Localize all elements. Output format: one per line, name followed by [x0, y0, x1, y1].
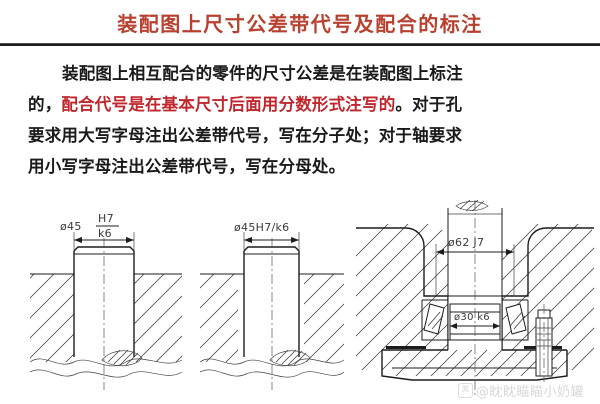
roller-left: [423, 303, 445, 335]
watermark-badge-icon: ⌘: [457, 383, 473, 398]
figure-shaft-hole-fit-fraction: ø45 H7 k6: [16, 202, 192, 398]
dimension-numerator: H7: [98, 212, 114, 225]
slide-title-area: 装配图上尺寸公差带代号及配合的标注: [0, 0, 600, 44]
dimension-label-shaft: ø30 k6: [454, 312, 490, 323]
part-outline: [29, 246, 183, 378]
bottom-plate-hatch: [382, 350, 567, 376]
hatch-right: [134, 274, 182, 362]
dimension-denominator: k6: [98, 227, 112, 240]
page-title: 装配图上尺寸公差带代号及配合的标注: [117, 11, 483, 36]
body-line-2: 的，配合代号是在基本尺寸后面用分数形式注写的。对于孔: [28, 89, 576, 120]
body-line-3: 要求用大写字母注出公差带代号，写在分子处；对于轴要求: [28, 120, 576, 151]
housing-right-outline: [501, 227, 594, 350]
dimension-housing-bore: ø62 J7: [435, 236, 515, 296]
gasket-left: [386, 346, 426, 349]
watermark: ⌘ @眈眈瞄瞄小奶罐: [457, 381, 584, 400]
roller-right: [505, 303, 527, 335]
dimension-line: [243, 232, 300, 250]
body-segment: 要求用大写字母注出公差带代号，写在分子处；对于轴要求: [28, 126, 463, 145]
body-segment-emphasis: 配合代号是在基本尺寸后面用分数形式注写的: [61, 95, 396, 114]
part-outline: [199, 246, 345, 378]
dimension-label: ø45 H7 k6: [60, 212, 119, 240]
bolt-fastener: [535, 304, 553, 382]
hatch-right: [304, 274, 344, 362]
hatch-left: [30, 274, 74, 362]
figure-bearing-assembly: ø62 J7 ø30 k6: [352, 200, 598, 400]
body-paragraph: 装配图上相互配合的零件的尺寸公差是在装配图上标注 的，配合代号是在基本尺寸后面用…: [28, 58, 576, 182]
body-segment: 用小写字母注出公差带代号，写在分母处。: [28, 157, 346, 176]
body-segment: 的，: [28, 95, 62, 114]
hatch-left: [200, 274, 238, 362]
dimension-label: ø45H7/k6: [234, 221, 289, 234]
dimension-line: [73, 232, 135, 250]
title-divider: [0, 43, 600, 46]
body-segment: 装配图上相互配合的零件的尺寸公差是在装配图上标注: [62, 64, 463, 83]
watermark-text: @眈眈瞄瞄小奶罐: [475, 385, 584, 400]
figure-shaft-hole-fit-inline: ø45H7/k6: [196, 202, 346, 398]
body-line-4: 用小写字母注出公差带代号，写在分母处。: [28, 151, 576, 182]
body-segment: 。对于孔: [395, 95, 463, 114]
figures-row: ø45 H7 k6: [0, 200, 600, 400]
dimension-shaft-fit: ø30 k6: [450, 312, 500, 329]
dimension-label-bore: ø62 J7: [448, 236, 484, 249]
housing-left-outline: [356, 227, 449, 350]
body-line-1: 装配图上相互配合的零件的尺寸公差是在装配图上标注: [28, 58, 576, 89]
bottom-plate-outline: [381, 349, 568, 381]
dimension-prefix: ø45: [60, 220, 82, 233]
